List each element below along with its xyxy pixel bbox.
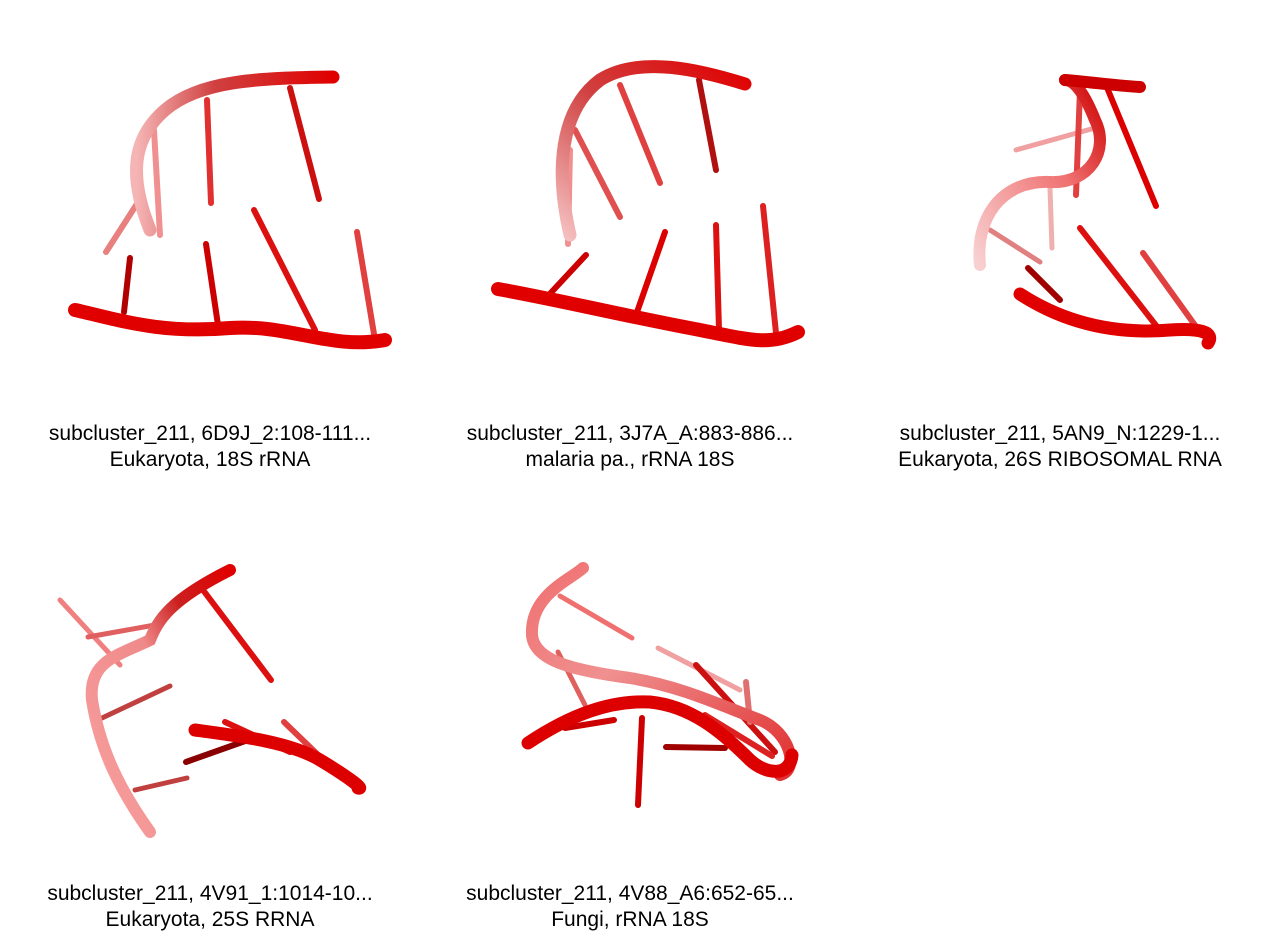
panel-caption: subcluster_211, 4V88_A6:652-65... Fungi,… xyxy=(420,881,840,933)
rna-structure-image xyxy=(420,0,840,400)
rna-structure-image xyxy=(420,460,840,860)
structure-panel: subcluster_211, 3J7A_A:883-886... malari… xyxy=(420,0,840,470)
panel-caption: subcluster_211, 4V91_1:1014-10... Eukary… xyxy=(0,881,420,933)
panel-caption: subcluster_211, 5AN9_N:1229-1... Eukaryo… xyxy=(850,421,1270,473)
structure-panel: subcluster_211, 4V91_1:1014-10... Eukary… xyxy=(0,460,420,930)
structure-panel: subcluster_211, 5AN9_N:1229-1... Eukaryo… xyxy=(850,0,1270,470)
structure-panel: subcluster_211, 4V88_A6:652-65... Fungi,… xyxy=(420,460,840,930)
panel-title: subcluster_211, 4V88_A6:652-65... xyxy=(420,881,840,907)
panel-subtitle: Eukaryota, 25S RRNA xyxy=(0,907,420,933)
rna-structure-image xyxy=(0,0,420,400)
rna-structure-image xyxy=(850,0,1270,400)
panel-title: subcluster_211, 3J7A_A:883-886... xyxy=(420,421,840,447)
panel-title: subcluster_211, 6D9J_2:108-111... xyxy=(0,421,420,447)
rna-structure-image xyxy=(0,460,420,860)
panel-title: subcluster_211, 5AN9_N:1229-1... xyxy=(850,421,1270,447)
panel-title: subcluster_211, 4V91_1:1014-10... xyxy=(0,881,420,907)
panel-subtitle: Eukaryota, 26S RIBOSOMAL RNA xyxy=(850,447,1270,473)
structure-panel: subcluster_211, 6D9J_2:108-111... Eukary… xyxy=(0,0,420,470)
panel-subtitle: Fungi, rRNA 18S xyxy=(420,907,840,933)
